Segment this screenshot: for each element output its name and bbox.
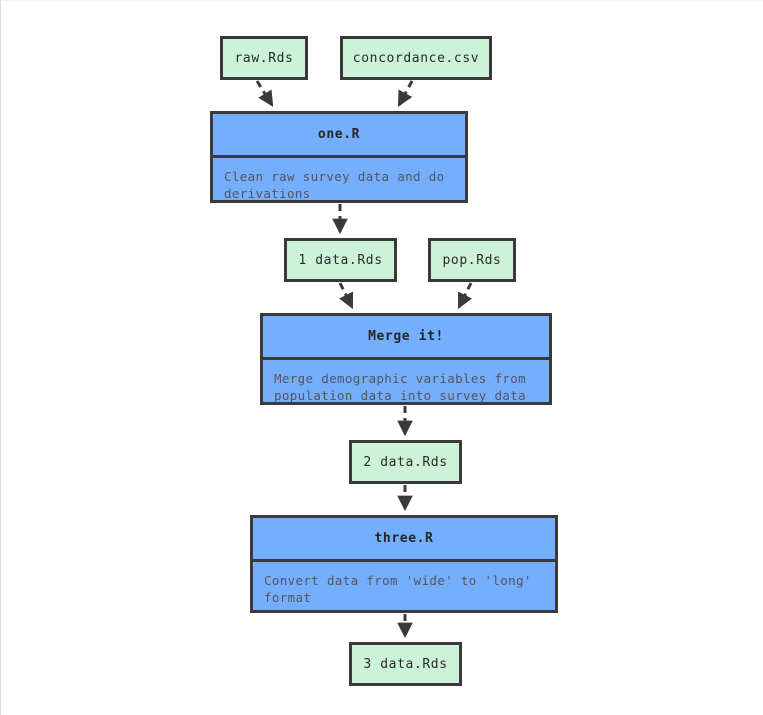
data-node-pop-rds[interactable]: pop.Rds — [428, 238, 516, 282]
data-node-label: concordance.csv — [352, 50, 480, 66]
process-node-three-r[interactable]: three.R Convert data from 'wide' to 'lon… — [250, 515, 558, 613]
data-node-raw-rds[interactable]: raw.Rds — [220, 36, 308, 80]
edge-data1-to-merge — [338, 282, 354, 309]
process-node-description: Merge demographic variables from populat… — [274, 371, 527, 403]
process-node-merge-it[interactable]: Merge it! Merge demographic variables fr… — [260, 313, 552, 405]
data-node-label: 2 data.Rds — [363, 454, 448, 470]
process-node-title: three.R — [253, 518, 555, 562]
data-node-label: pop.Rds — [442, 252, 502, 268]
process-node-title: one.R — [213, 114, 465, 158]
process-node-one-r[interactable]: one.R Clean raw survey data and do deriv… — [210, 111, 468, 203]
data-node-label: 1 data.Rds — [298, 252, 383, 268]
process-node-title: Merge it! — [263, 316, 549, 360]
process-node-description: Clean raw survey data and do derivations — [224, 169, 445, 201]
data-node-1-data-rds[interactable]: 1 data.Rds — [284, 238, 397, 282]
edge-concordance-to-one — [397, 80, 414, 107]
data-node-concordance-csv[interactable]: concordance.csv — [340, 36, 492, 80]
edge-raw-to-one — [255, 80, 274, 107]
data-node-3-data-rds[interactable]: 3 data.Rds — [349, 642, 462, 686]
process-node-description: Convert data from 'wide' to 'long' forma… — [264, 573, 532, 605]
data-node-label: 3 data.Rds — [363, 656, 448, 672]
data-node-label: raw.Rds — [234, 50, 294, 66]
edge-pop-to-merge — [457, 282, 473, 309]
data-node-2-data-rds[interactable]: 2 data.Rds — [349, 440, 462, 484]
